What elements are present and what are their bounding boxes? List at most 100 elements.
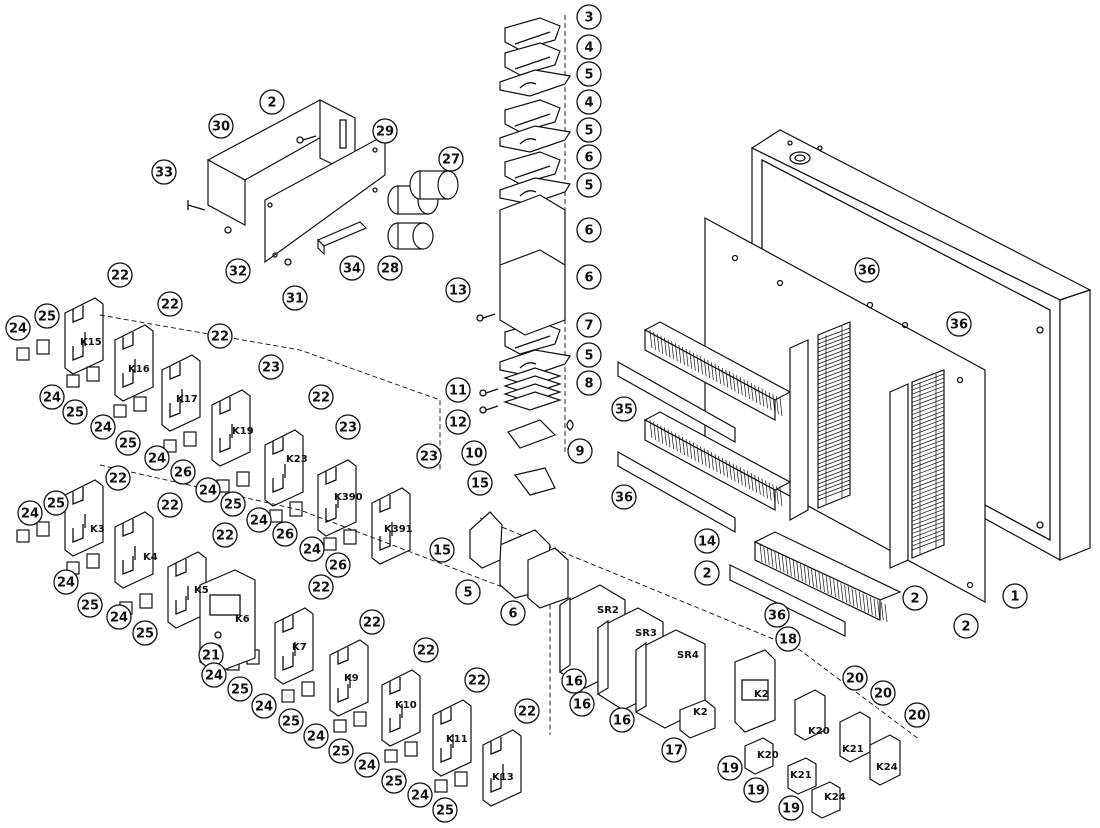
- callout-25: 25: [220, 491, 246, 517]
- callout-9: 9: [567, 438, 593, 464]
- callout-24: 24: [195, 477, 221, 503]
- svg-text:25: 25: [47, 497, 65, 512]
- relay-k2-base: [679, 699, 716, 739]
- label-k15: K15: [80, 337, 102, 348]
- label-k21-module: K21: [842, 744, 864, 755]
- svg-text:5: 5: [584, 179, 593, 194]
- callout-22: 22: [308, 384, 334, 410]
- callout-33: 33: [151, 159, 177, 185]
- callout-24: 24: [53, 569, 79, 595]
- relay-base: [66, 511, 154, 589]
- callout-24: 24: [106, 604, 132, 630]
- svg-text:6: 6: [584, 271, 593, 286]
- label-k16: K16: [128, 364, 150, 375]
- callout-6: 6: [576, 144, 602, 170]
- svg-text:24: 24: [411, 789, 429, 804]
- svg-text:26: 26: [174, 466, 192, 481]
- callout-25: 25: [62, 399, 88, 425]
- callout-1: 1: [1002, 583, 1028, 609]
- svg-text:22: 22: [216, 529, 234, 544]
- callout-17: 17: [661, 737, 687, 763]
- svg-text:15: 15: [471, 477, 489, 492]
- callout-24: 24: [407, 782, 433, 808]
- svg-text:22: 22: [109, 472, 127, 487]
- callout-34: 34: [339, 255, 365, 281]
- svg-text:25: 25: [231, 683, 249, 698]
- svg-text:22: 22: [363, 616, 381, 631]
- svg-text:24: 24: [148, 452, 166, 467]
- callout-22: 22: [514, 698, 540, 724]
- callout-25: 25: [381, 768, 407, 794]
- callout-25: 25: [132, 620, 158, 646]
- svg-text:7: 7: [584, 319, 593, 334]
- relay-base: [66, 324, 154, 402]
- svg-text:25: 25: [385, 775, 403, 790]
- callout-3: 3: [576, 4, 602, 30]
- svg-text:25: 25: [436, 804, 454, 819]
- label-sr3: SR3: [635, 628, 657, 639]
- svg-text:23: 23: [262, 361, 280, 376]
- callout-19: 19: [778, 795, 804, 821]
- label-k5: K5: [194, 585, 209, 596]
- svg-text:24: 24: [9, 322, 27, 337]
- svg-text:23: 23: [339, 421, 357, 436]
- relay-base: [323, 487, 411, 565]
- label-k17: K17: [176, 394, 198, 405]
- callout-22: 22: [207, 323, 233, 349]
- label-k2-relay: K2: [754, 689, 769, 700]
- callout-4: 4: [576, 34, 602, 60]
- svg-text:6: 6: [584, 151, 593, 166]
- callout-36: 36: [611, 484, 637, 510]
- svg-text:30: 30: [212, 120, 230, 135]
- relay-base: [269, 459, 357, 537]
- label-k20-base: K20: [757, 750, 779, 761]
- callout-13: 13: [445, 277, 471, 303]
- callout-26: 26: [325, 552, 351, 578]
- svg-text:32: 32: [229, 265, 247, 280]
- svg-text:24: 24: [110, 611, 128, 626]
- svg-text:19: 19: [721, 762, 739, 777]
- callout-25: 25: [278, 708, 304, 734]
- callout-25: 25: [43, 490, 69, 516]
- svg-text:2: 2: [702, 567, 711, 582]
- callout-16: 16: [609, 707, 635, 733]
- label-sr4: SR4: [677, 650, 699, 661]
- duct-fins: [649, 327, 945, 623]
- callout-24: 24: [39, 384, 65, 410]
- svg-text:34: 34: [343, 262, 361, 277]
- callout-2: 2: [259, 89, 285, 115]
- svg-text:36: 36: [950, 318, 968, 333]
- terminal-blocks-large: [499, 194, 566, 336]
- callout-24: 24: [5, 315, 31, 341]
- svg-text:2: 2: [910, 592, 919, 607]
- callout-20: 20: [904, 702, 930, 728]
- svg-text:22: 22: [111, 269, 129, 284]
- relay-base: [384, 699, 472, 777]
- callout-2: 2: [953, 613, 979, 639]
- callout-4: 4: [576, 89, 602, 115]
- svg-text:24: 24: [307, 730, 325, 745]
- svg-text:11: 11: [449, 384, 467, 399]
- callout-7: 7: [576, 312, 602, 338]
- svg-text:26: 26: [329, 559, 347, 574]
- svg-text:23: 23: [420, 450, 438, 465]
- svg-text:15: 15: [433, 544, 451, 559]
- callout-5: 5: [576, 117, 602, 143]
- svg-text:36: 36: [858, 264, 876, 279]
- label-k4: K4: [143, 552, 158, 563]
- callout-11: 11: [445, 377, 471, 403]
- relay-base: [333, 669, 421, 747]
- callout-25: 25: [227, 676, 253, 702]
- callout-25: 25: [328, 738, 354, 764]
- callout-5: 5: [576, 342, 602, 368]
- svg-text:16: 16: [613, 714, 631, 729]
- callout-24: 24: [90, 414, 116, 440]
- svg-text:20: 20: [908, 709, 926, 724]
- callout-25: 25: [115, 430, 141, 456]
- callout-24: 24: [354, 752, 380, 778]
- svg-text:25: 25: [66, 406, 84, 421]
- end-clamp-15: [513, 467, 556, 496]
- svg-text:3: 3: [584, 11, 593, 26]
- svg-text:2: 2: [267, 96, 276, 111]
- svg-text:22: 22: [468, 674, 486, 689]
